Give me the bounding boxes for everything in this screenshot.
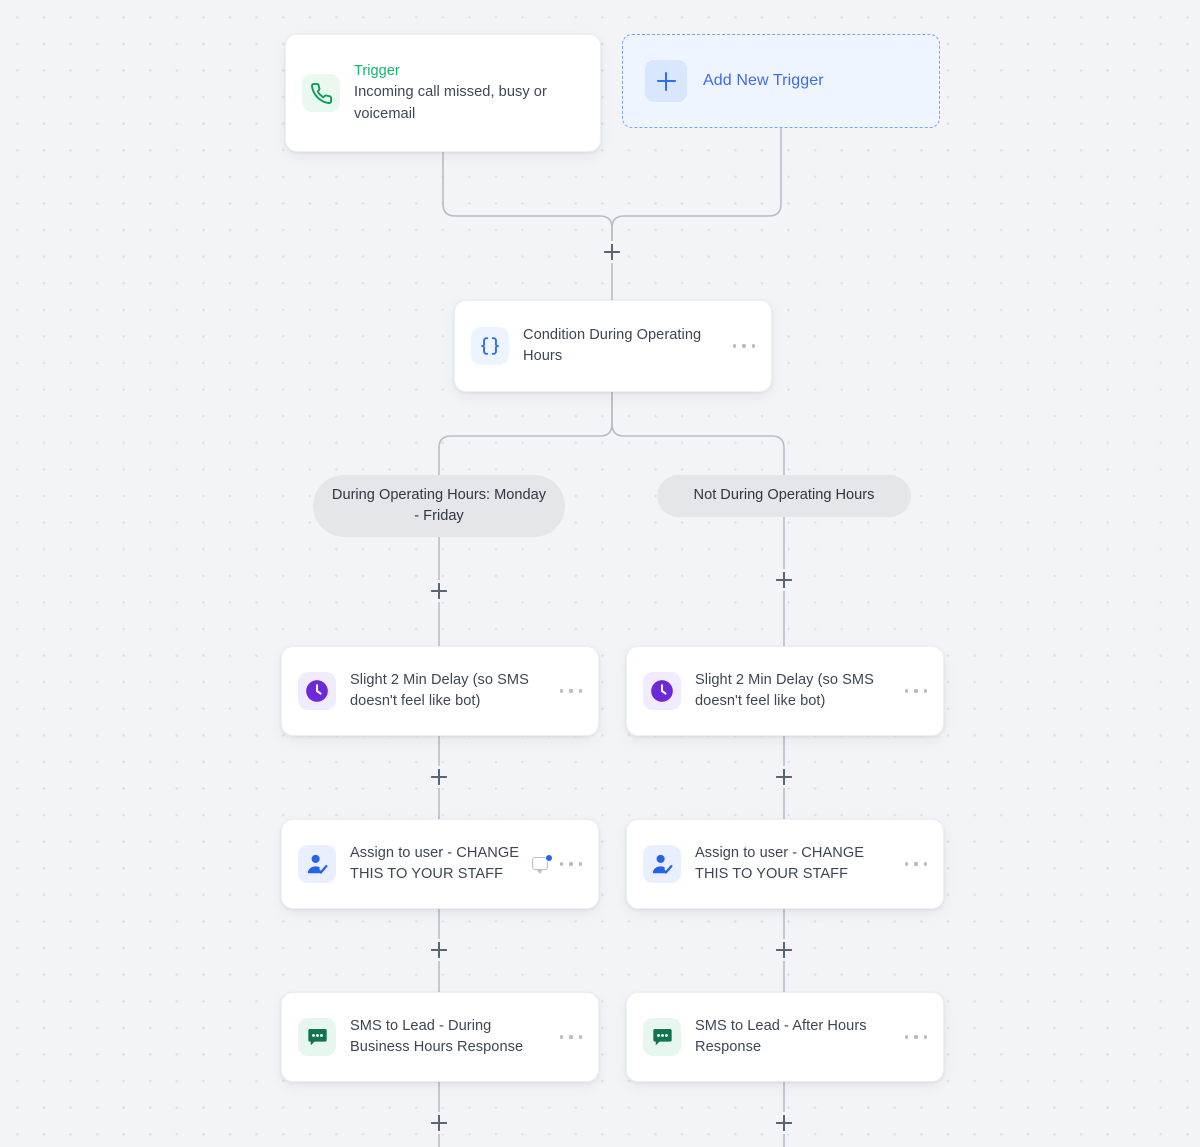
add-step-right-after-assign[interactable] <box>773 939 795 961</box>
phone-call-icon <box>302 74 340 112</box>
add-step-right-branch-top[interactable] <box>773 569 795 591</box>
add-step-right-after-delay[interactable] <box>773 766 795 788</box>
assign-right-more-options[interactable] <box>905 855 927 873</box>
condition-title: Condition During Operating Hours <box>523 326 702 364</box>
assign-user-icon <box>643 845 681 883</box>
assign-user-node-right[interactable]: Assign to user - CHANGE THIS TO YOUR STA… <box>626 819 944 909</box>
add-step-left-after-assign[interactable] <box>428 939 450 961</box>
assign-user-node-left[interactable]: Assign to user - CHANGE THIS TO YOUR STA… <box>281 819 599 909</box>
add-new-trigger-button[interactable]: Add New Trigger <box>622 34 940 128</box>
clock-icon <box>643 672 681 710</box>
plus-icon <box>645 60 687 102</box>
condition-node[interactable]: Condition During Operating Hours <box>454 300 772 392</box>
sms-node-right[interactable]: SMS to Lead - After Hours Response <box>626 992 944 1082</box>
delay-node-right[interactable]: Slight 2 Min Delay (so SMS doesn't feel … <box>626 646 944 736</box>
assign-right-title: Assign to user - CHANGE THIS TO YOUR STA… <box>695 844 865 882</box>
delay-left-more-options[interactable] <box>560 682 582 700</box>
add-step-left-branch-top[interactable] <box>428 580 450 602</box>
curly-braces-icon <box>471 327 509 365</box>
assign-user-icon <box>298 845 336 883</box>
sms-right-title: SMS to Lead - After Hours Response <box>695 1017 867 1055</box>
add-step-after-triggers[interactable] <box>601 241 623 263</box>
trigger-description: Incoming call missed, busy or voicemail <box>354 84 547 122</box>
branch-label-not-during-operating-hours[interactable]: Not During Operating Hours <box>657 475 911 517</box>
add-new-trigger-label: Add New Trigger <box>703 72 824 89</box>
add-step-right-after-sms[interactable] <box>773 1112 795 1134</box>
comment-badge-icon[interactable] <box>532 854 553 874</box>
sms-left-title: SMS to Lead - During Business Hours Resp… <box>350 1017 524 1055</box>
sms-right-more-options[interactable] <box>905 1028 927 1046</box>
delay-right-more-options[interactable] <box>905 682 927 700</box>
sms-left-more-options[interactable] <box>560 1028 582 1046</box>
branch-label-during-operating-hours[interactable]: During Operating Hours: Monday - Friday <box>313 475 565 537</box>
assign-left-more-options[interactable] <box>560 855 582 873</box>
clock-icon <box>298 672 336 710</box>
assign-left-title: Assign to user - CHANGE THIS TO YOUR STA… <box>350 844 520 882</box>
sms-message-icon <box>643 1018 681 1056</box>
sms-node-left[interactable]: SMS to Lead - During Business Hours Resp… <box>281 992 599 1082</box>
delay-node-left[interactable]: Slight 2 Min Delay (so SMS doesn't feel … <box>281 646 599 736</box>
delay-left-title: Slight 2 Min Delay (so SMS doesn't feel … <box>350 671 529 709</box>
sms-message-icon <box>298 1018 336 1056</box>
trigger-node[interactable]: Trigger Incoming call missed, busy or vo… <box>285 34 601 152</box>
add-step-left-after-sms[interactable] <box>428 1112 450 1134</box>
condition-more-options[interactable] <box>733 337 755 355</box>
delay-right-title: Slight 2 Min Delay (so SMS doesn't feel … <box>695 671 874 709</box>
add-step-left-after-delay[interactable] <box>428 766 450 788</box>
trigger-eyebrow: Trigger <box>354 62 400 79</box>
